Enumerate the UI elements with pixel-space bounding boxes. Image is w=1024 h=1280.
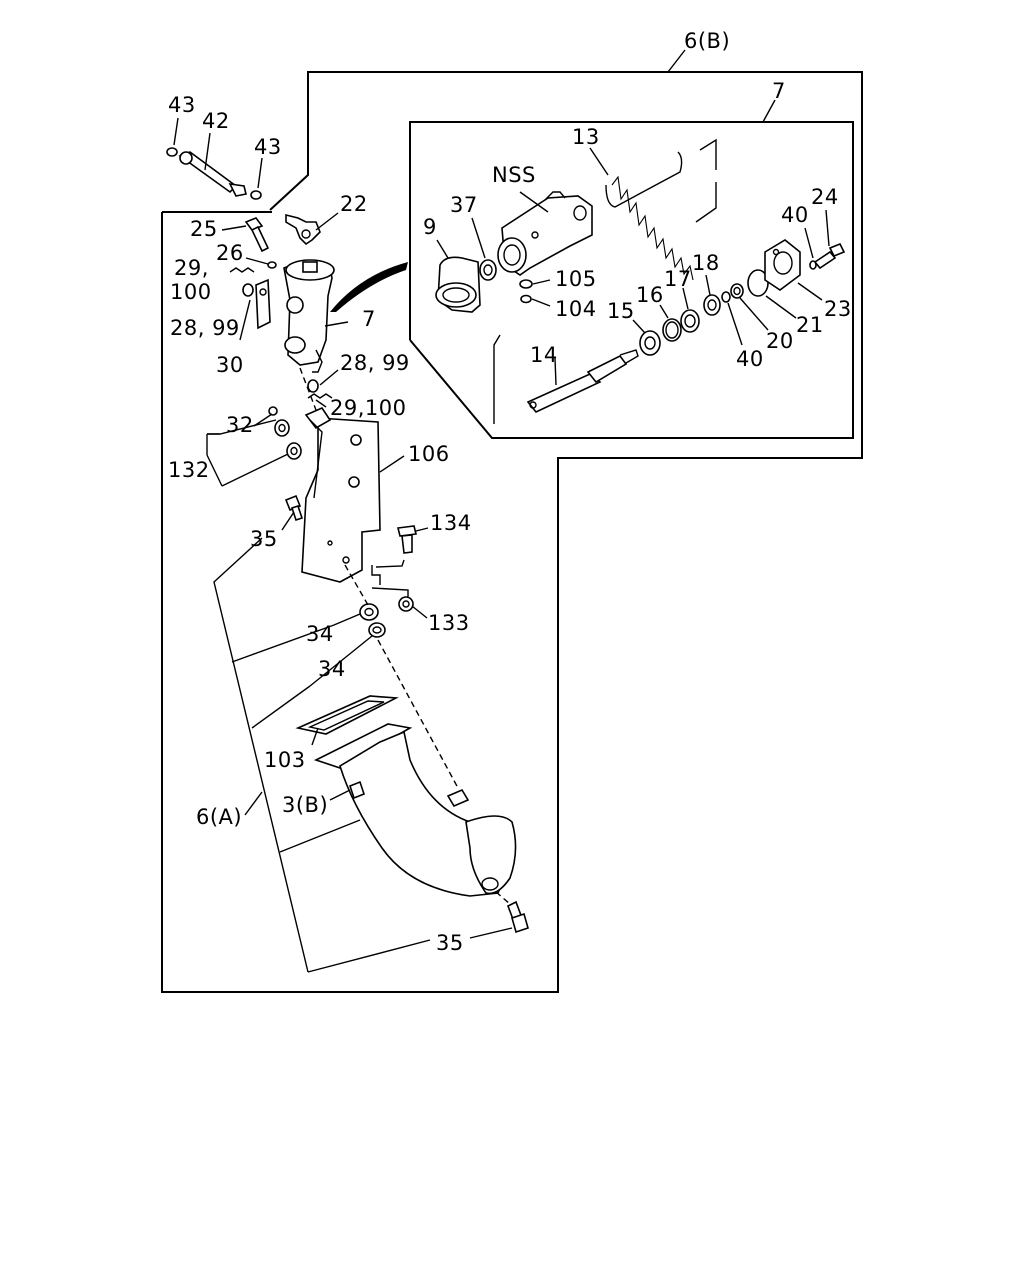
label-26: 26 (216, 241, 244, 265)
label-14: 14 (530, 343, 558, 367)
part-29-clip-b (307, 393, 333, 399)
inset-leader-lines (436, 138, 830, 424)
label-42: 42 (202, 109, 230, 133)
part-40-washer-a (721, 291, 731, 303)
label-7-top: 7 (772, 79, 786, 103)
label-6b: 6(B) (684, 29, 730, 53)
label-134: 134 (430, 511, 472, 535)
part-134-bolt (397, 525, 417, 554)
label-43-b: 43 (254, 135, 282, 159)
label-100-a: 100 (170, 280, 212, 304)
part-17-ring (680, 309, 700, 333)
part-26-washer (267, 261, 277, 269)
label-28-99-a: 28, 99 (170, 316, 240, 340)
label-25: 25 (190, 217, 218, 241)
label-28-99-b: 28, 99 (340, 351, 410, 375)
label-21: 21 (796, 313, 824, 337)
part-40-washer-b (809, 260, 817, 270)
main-leader-lines (173, 117, 513, 973)
part-35-bolt-upper (284, 494, 304, 522)
part-18-nut (703, 294, 721, 316)
callout-arrow (330, 262, 408, 312)
assembly-guide-lines (299, 367, 511, 905)
label-7-mid: 7 (362, 307, 376, 331)
label-22: 22 (340, 192, 368, 216)
part-30-bracket (255, 278, 271, 330)
part-132-nut-a (274, 419, 290, 437)
part-9-elbow (435, 256, 481, 313)
part-16-ring (662, 318, 682, 342)
label-29-100-a: 29, (174, 256, 209, 280)
label-106: 106 (408, 442, 450, 466)
part-21-oring (747, 269, 769, 297)
label-34-a: 34 (306, 622, 334, 646)
label-13: 13 (572, 125, 600, 149)
part-32-washer (268, 406, 278, 416)
label-18: 18 (692, 251, 720, 275)
label-35-a: 35 (250, 527, 278, 551)
label-103: 103 (264, 748, 306, 772)
label-32: 32 (226, 413, 254, 437)
part-3b-exhaust-pipe (313, 723, 517, 897)
part-29-clip-a (229, 267, 255, 273)
part-105-washer (519, 279, 533, 289)
label-23: 23 (824, 297, 852, 321)
label-40-a: 40 (781, 203, 809, 227)
label-15: 15 (607, 299, 635, 323)
label-132: 132 (168, 458, 210, 482)
part-13-spring (605, 151, 694, 281)
part-23-cover (764, 239, 801, 291)
frame-6b (161, 71, 863, 993)
label-30: 30 (216, 353, 244, 377)
part-34-ring-a (359, 603, 379, 621)
label-105: 105 (555, 267, 597, 291)
part-104-washer (520, 294, 532, 304)
label-35-b: 35 (436, 931, 464, 955)
label-37: 37 (450, 193, 478, 217)
part-34-ring-b (368, 622, 386, 638)
label-3b: 3(B) (282, 793, 328, 817)
part-37-seal (479, 259, 497, 281)
label-16: 16 (636, 283, 664, 307)
part-35-bolt-lower (506, 900, 529, 934)
label-24: 24 (811, 185, 839, 209)
part-24-bolt (813, 242, 846, 270)
part-25-bolt (244, 217, 270, 253)
label-9: 9 (423, 215, 437, 239)
label-43-a: 43 (168, 93, 196, 117)
part-22-fitting (285, 213, 321, 246)
part-15-ring (639, 330, 661, 356)
label-nss: NSS (492, 163, 536, 187)
frame-7-inset (409, 121, 854, 439)
part-7-brake-body (283, 259, 335, 373)
label-104: 104 (555, 297, 597, 321)
label-6a: 6(A) (196, 805, 242, 829)
part-42-stud (178, 151, 247, 197)
part-28-washer-b (307, 379, 319, 393)
part-43-washer-a (166, 147, 178, 157)
part-14-rod (526, 349, 639, 413)
part-43-washer-b (250, 190, 262, 200)
part-20-washer (730, 283, 744, 299)
part-3b-stud (349, 780, 365, 800)
part-28-washer-a (242, 283, 254, 297)
frame-leaders (667, 49, 776, 123)
label-20: 20 (766, 329, 794, 353)
part-labels: 6(B) 7 13 NSS 37 9 105 104 18 17 16 15 1… (168, 29, 852, 955)
part-106-bracket (301, 406, 381, 583)
part-133-nut (398, 596, 414, 612)
label-40-b: 40 (736, 347, 764, 371)
label-29-100-b: 29,100 (330, 396, 406, 420)
part-nss-housing (497, 191, 593, 276)
label-133: 133 (428, 611, 470, 635)
part-132-nut-b (286, 442, 302, 460)
label-17: 17 (664, 267, 692, 291)
label-34-b: 34 (318, 657, 346, 681)
